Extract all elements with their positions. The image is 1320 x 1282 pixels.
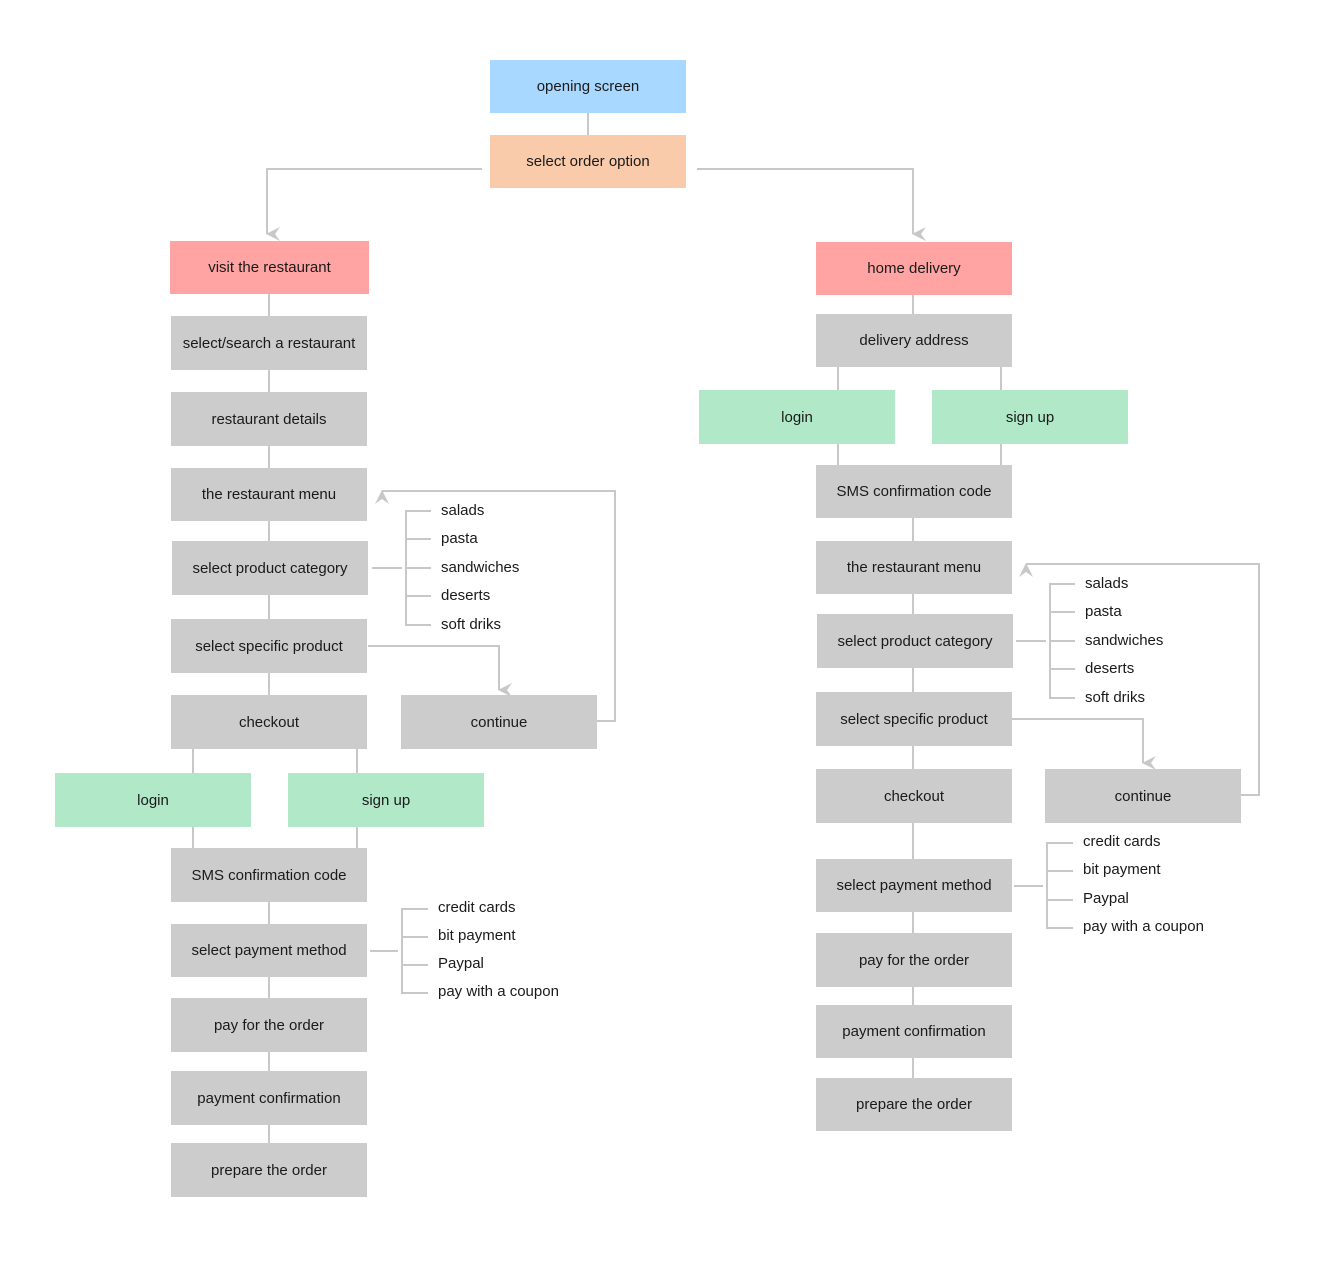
payment-confirmation-node: payment confirmation xyxy=(816,1005,1012,1058)
node-label: login xyxy=(781,408,813,426)
payment-option: Paypal xyxy=(438,955,484,972)
node-label: the restaurant menu xyxy=(846,559,982,576)
sms-code-node: SMS confirmation code xyxy=(171,848,367,902)
payment-method-node: select payment method xyxy=(816,859,1012,912)
node-label: login xyxy=(137,791,169,809)
payment-method-node: select payment method xyxy=(171,924,367,977)
payment-option: credit cards xyxy=(1083,833,1161,850)
prepare-order-node: prepare the order xyxy=(171,1143,367,1197)
category-option: pasta xyxy=(1085,603,1122,620)
category-option: soft driks xyxy=(441,616,502,633)
checkout-node: checkout xyxy=(816,769,1012,823)
arrow-to-continue-right xyxy=(1012,718,1156,770)
node-label: continue xyxy=(1114,787,1172,805)
category-option: salads xyxy=(1085,575,1129,592)
node-label: SMS confirmation code xyxy=(836,483,992,500)
specific-product-node: select specific product xyxy=(816,692,1012,746)
node-label: payment confirmation xyxy=(197,1089,341,1107)
payment-option: credit cards xyxy=(438,899,516,916)
node-label: payment confirmation xyxy=(842,1023,986,1040)
node-label: sign up xyxy=(361,791,411,809)
pay-order-node: pay for the order xyxy=(171,998,367,1052)
node-label: select/search a restaurant xyxy=(182,334,356,352)
search-restaurant-node: select/search a restaurant xyxy=(171,316,367,370)
login-node: login xyxy=(699,390,895,444)
node-label: the restaurant menu xyxy=(201,486,337,503)
login-node: login xyxy=(55,773,251,827)
arrow-to-continue-left xyxy=(368,645,512,697)
node-label: opening screen xyxy=(536,78,640,95)
sign-up-node: sign up xyxy=(288,773,484,827)
node-label: home delivery xyxy=(867,260,961,277)
select-order-option-node: select order option xyxy=(490,135,686,188)
node-label: pay for the order xyxy=(213,1016,325,1034)
category-option: sandwiches xyxy=(441,559,520,576)
product-category-node: select product category xyxy=(172,541,368,595)
delivery-address-node: delivery address xyxy=(816,314,1012,367)
opening-screen-node: opening screen xyxy=(490,60,686,113)
node-label: select specific product xyxy=(840,710,988,728)
node-label: select payment method xyxy=(191,942,347,959)
node-label: prepare the order xyxy=(856,1096,972,1113)
restaurant-menu-node: the restaurant menu xyxy=(171,468,367,521)
category-option: deserts xyxy=(1085,660,1135,677)
continue-node: continue xyxy=(401,695,597,749)
product-category-node: select product category xyxy=(817,614,1013,668)
node-label: delivery address xyxy=(859,332,969,349)
category-option: pasta xyxy=(441,530,478,547)
category-option: soft driks xyxy=(1085,689,1146,706)
category-option: salads xyxy=(441,502,485,519)
arrow-back-to-menu-right xyxy=(1019,563,1260,796)
sign-up-node: sign up xyxy=(932,390,1128,444)
payment-option: Paypal xyxy=(1083,890,1129,907)
node-label: sign up xyxy=(1005,408,1055,426)
node-label: SMS confirmation code xyxy=(191,866,347,884)
payment-option: bit payment xyxy=(438,927,516,944)
payment-confirmation-node: payment confirmation xyxy=(171,1071,367,1125)
node-label: select product category xyxy=(837,632,993,650)
arrow-to-delivery xyxy=(697,168,926,241)
restaurant-details-node: restaurant details xyxy=(171,392,367,446)
node-label: select payment method xyxy=(836,877,992,894)
pay-order-node: pay for the order xyxy=(816,933,1012,987)
category-option: sandwiches xyxy=(1085,632,1164,649)
node-label: visit the restaurant xyxy=(208,259,331,276)
node-label: prepare the order xyxy=(211,1161,327,1179)
node-label: checkout xyxy=(883,787,945,805)
specific-product-node: select specific product xyxy=(171,619,367,673)
arrow-back-to-menu-left xyxy=(375,490,616,722)
node-label: restaurant details xyxy=(211,410,327,428)
continue-node: continue xyxy=(1045,769,1241,823)
sms-code-node: SMS confirmation code xyxy=(816,465,1012,518)
checkout-node: checkout xyxy=(171,695,367,749)
home-delivery-node: home delivery xyxy=(816,242,1012,295)
category-option: deserts xyxy=(441,587,491,604)
payment-option: pay with a coupon xyxy=(438,983,559,1000)
restaurant-menu-node: the restaurant menu xyxy=(816,541,1012,594)
payment-option: pay with a coupon xyxy=(1083,918,1204,935)
prepare-order-node: prepare the order xyxy=(816,1078,1012,1131)
node-label: select order option xyxy=(526,153,650,170)
node-label: select product category xyxy=(192,559,348,577)
node-label: continue xyxy=(470,713,528,731)
visit-restaurant-node: visit the restaurant xyxy=(170,241,369,294)
node-label: select specific product xyxy=(195,637,343,655)
arrow-to-visit xyxy=(266,168,482,241)
node-label: pay for the order xyxy=(858,951,970,969)
payment-option: bit payment xyxy=(1083,861,1161,878)
node-label: checkout xyxy=(238,713,300,731)
